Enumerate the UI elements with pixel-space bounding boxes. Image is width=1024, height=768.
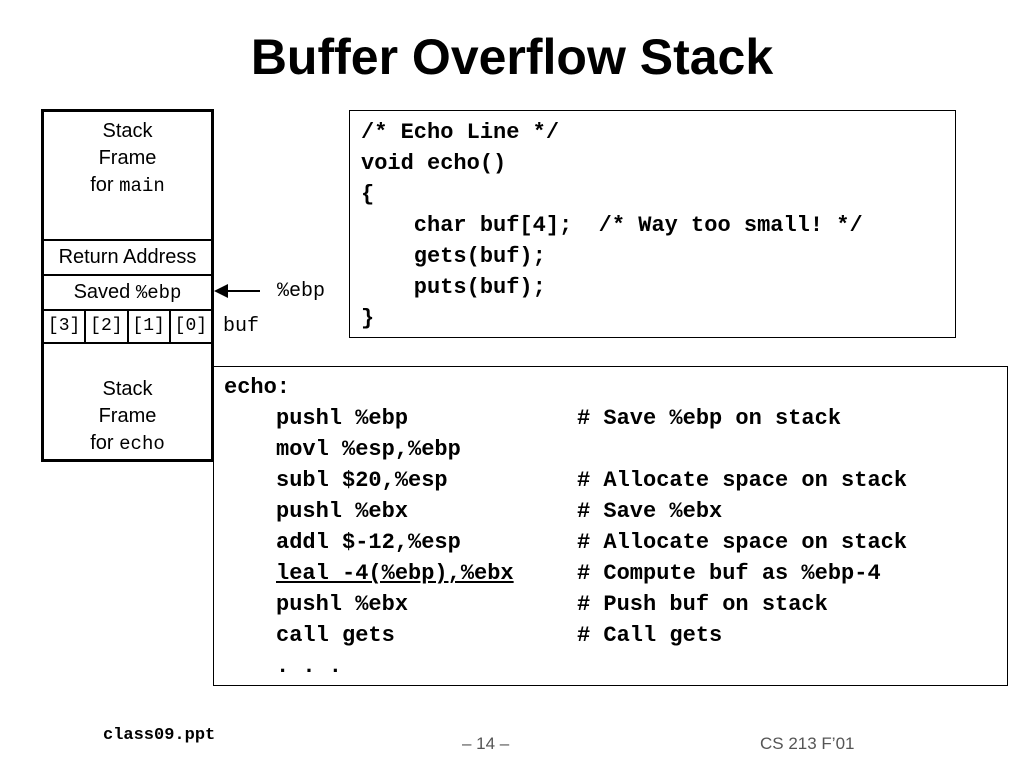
buf-pointer-label: buf: [223, 315, 260, 338]
asm-op-1: pushl %ebp: [276, 406, 409, 431]
asm-code-box: echo: pushl %ebp # Save %ebp on stack mo…: [213, 366, 1008, 686]
asm-op-4: pushl %ebx: [276, 499, 409, 524]
asm-op-8: call gets: [276, 623, 395, 648]
buf-cell-3: [3]: [44, 311, 87, 342]
saved-ebp-cell: Saved %ebp: [44, 276, 211, 311]
asm-comment-7: # Push buf on stack: [577, 592, 828, 617]
stack-frame-main: Stack Frame for main: [44, 112, 211, 241]
c-code-box: /* Echo Line */ void echo() { char buf[4…: [349, 110, 956, 338]
frame-main-line1: Stack: [102, 120, 153, 142]
asm-op-7: pushl %ebx: [276, 592, 409, 617]
frame-echo-line1: Stack: [102, 378, 153, 400]
asm-op-9: . . .: [276, 654, 343, 679]
asm-comment-6: # Compute buf as %ebp-4: [577, 561, 881, 586]
asm-comment-1: # Save %ebp on stack: [577, 406, 842, 431]
ebp-pointer-label: %ebp: [277, 280, 326, 303]
footer-file: class09.ppt: [103, 726, 216, 745]
frame-main-name: main: [119, 175, 165, 197]
c-line-7: }: [361, 306, 375, 331]
frame-main-for: for: [90, 174, 120, 196]
saved-prefix: Saved: [73, 281, 136, 303]
frame-main-line2: Frame: [98, 147, 157, 169]
buf-cell-0: [0]: [174, 316, 208, 336]
frame-echo-line2: Frame: [98, 405, 157, 427]
stack-frame-echo: Stack Frame for echo: [44, 344, 211, 459]
footer-page-number: – 14 –: [462, 734, 510, 753]
stack-diagram: Stack Frame for main Return Address Save…: [41, 109, 214, 462]
asm-op-5: addl $-12,%esp: [276, 530, 461, 555]
asm-comment-3: # Allocate space on stack: [577, 468, 908, 493]
footer-course: CS 213 F’01: [760, 734, 855, 753]
return-address-cell: Return Address: [44, 241, 211, 276]
buf-cell-2: [2]: [86, 311, 129, 342]
asm-op-6: leal -4(%ebp),%ebx: [276, 561, 514, 586]
ebp-arrow-line: [216, 290, 260, 292]
asm-label: echo:: [224, 375, 291, 400]
asm-op-3: subl $20,%esp: [276, 468, 448, 493]
c-line-1: /* Echo Line */: [361, 120, 560, 145]
c-line-6: puts(buf);: [361, 275, 546, 300]
asm-op-2: movl %esp,%ebp: [276, 437, 461, 462]
c-line-2: void echo(): [361, 151, 507, 176]
c-line-4: char buf[4]; /* Way too small! */: [361, 213, 863, 238]
buf-row: [3] [2] [1] [0]: [44, 311, 211, 344]
asm-comment-8: # Call gets: [577, 623, 723, 648]
asm-comment-5: # Allocate space on stack: [577, 530, 908, 555]
buf-cell-1: [1]: [129, 311, 171, 342]
c-line-5: gets(buf);: [361, 244, 546, 269]
frame-echo-for: for: [90, 432, 120, 454]
c-line-3: {: [361, 182, 375, 207]
slide-title: Buffer Overflow Stack: [250, 29, 774, 85]
saved-reg: %ebp: [135, 282, 182, 304]
frame-echo-name: echo: [119, 433, 165, 455]
asm-comment-4: # Save %ebx: [577, 499, 723, 524]
